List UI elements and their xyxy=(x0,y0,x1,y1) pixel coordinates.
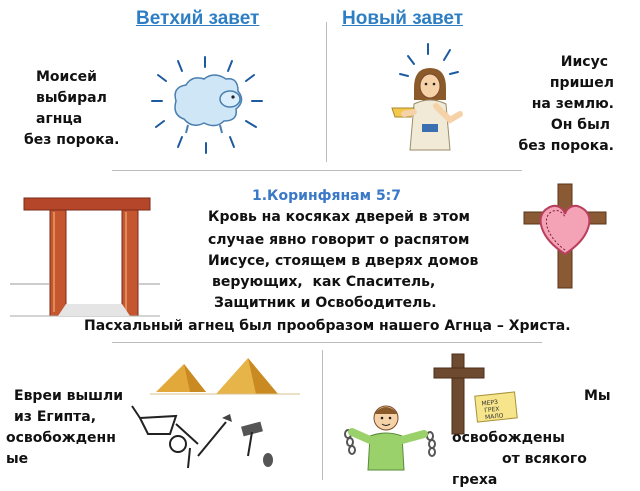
vertical-divider-bottom xyxy=(322,350,323,480)
header-new-testament: Новый завет xyxy=(342,8,464,29)
middle-line-2: случае явно говорит о распятом xyxy=(208,232,470,248)
pyramids-icon xyxy=(150,358,300,395)
middle-line-4: верующих, как Спаситель, xyxy=(212,274,436,290)
bottom-right-text-3: от всякого xyxy=(502,451,587,467)
doorway-icon xyxy=(10,197,160,317)
middle-line-3: Иисусе, стоящем в дверях домов xyxy=(208,253,479,269)
sign-line-2: ГРЕХ xyxy=(484,406,500,415)
middle-line-1: Кровь на косяках дверей в этом xyxy=(208,209,470,225)
jesus-icon xyxy=(391,43,463,151)
bottom-right-text-2: освобождены xyxy=(452,430,565,446)
horizontal-divider-top xyxy=(112,170,522,171)
freed-man-icon xyxy=(344,405,436,471)
bottom-right-text-4: греха xyxy=(452,472,498,488)
cross-heart-icon xyxy=(523,183,607,289)
header-old-testament: Ветхий завет xyxy=(136,8,260,29)
bottom-right-text-1: Мы xyxy=(584,388,611,404)
middle-line-5: Защитник и Освободитель. xyxy=(214,295,437,311)
top-left-text: Моисей выбирал агнца без порока. xyxy=(24,69,120,148)
cross-icon: МЕРЗ ГРЕХ МАЛО xyxy=(433,353,518,435)
bible-reference: 1.Коринфянам 5:7 xyxy=(252,188,402,204)
bottom-left-text: Евреи вышли из Египта, освобожденн ые xyxy=(6,388,124,467)
vertical-divider-top xyxy=(326,22,327,162)
sheep-icon xyxy=(151,56,263,154)
sign-line-3: МАЛО xyxy=(485,412,504,421)
top-right-text: Иисус пришел на землю. Он был без порока… xyxy=(518,54,614,154)
horizontal-divider-bottom xyxy=(112,342,542,343)
middle-line-6: Пасхальный агнец был прообразом нашего А… xyxy=(84,318,571,334)
sign-line-1: МЕРЗ xyxy=(481,399,498,408)
tools-icon xyxy=(131,405,273,469)
